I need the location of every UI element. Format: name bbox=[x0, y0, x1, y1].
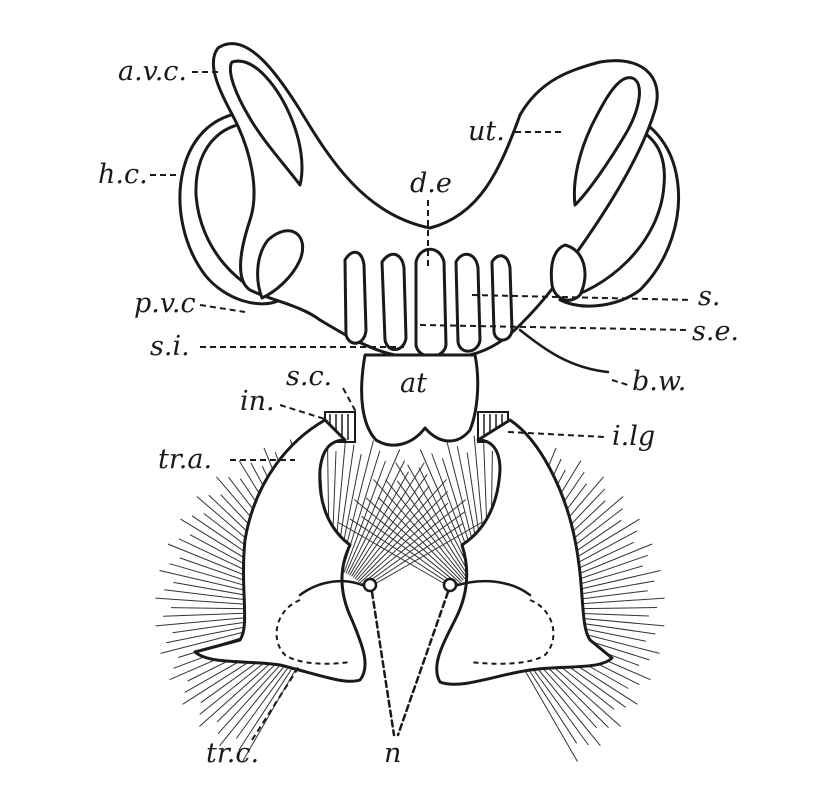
label-tra: tr.a. bbox=[158, 444, 212, 475]
right-fibre-ray bbox=[349, 518, 457, 589]
label-ilg: i.lg bbox=[612, 421, 655, 452]
right-tripus bbox=[435, 418, 614, 686]
label-at: at bbox=[400, 368, 427, 399]
leader-sc bbox=[342, 387, 357, 413]
right-fibre-ray bbox=[396, 480, 468, 578]
leader-pvc bbox=[199, 304, 246, 313]
leader-n-left bbox=[370, 590, 396, 737]
label-hc: h.c. bbox=[98, 159, 148, 190]
right-fibre-ray bbox=[361, 515, 458, 587]
leader-n-right bbox=[396, 590, 450, 737]
label-si: s.i. bbox=[150, 331, 190, 362]
right-fibre-ray bbox=[395, 462, 469, 577]
label-in: in. bbox=[240, 386, 275, 417]
left-fibre-ray bbox=[351, 462, 425, 577]
right-fibre-ray bbox=[373, 479, 464, 581]
label-sc: s.c. bbox=[286, 361, 332, 392]
right-tripus-process bbox=[456, 579, 532, 597]
label-pvc: p.v.c bbox=[134, 288, 196, 319]
left-saccule-finger bbox=[343, 250, 368, 345]
left-fibre-ray bbox=[359, 502, 449, 584]
label-de: d.e bbox=[410, 168, 452, 199]
left-tripus-process bbox=[298, 579, 364, 597]
leader-in bbox=[279, 404, 329, 421]
left-anterior-canal-opening bbox=[229, 59, 304, 187]
left-fibre-ray bbox=[343, 460, 386, 573]
left-nerve-dot bbox=[362, 577, 378, 593]
body-wall-line bbox=[518, 328, 610, 374]
left-fibre-ray bbox=[362, 511, 466, 587]
leader-ilg bbox=[507, 431, 606, 438]
label-ut: ut. bbox=[468, 116, 505, 147]
right-saccule-finger bbox=[490, 254, 514, 342]
right-tripus-inner-line bbox=[469, 599, 555, 665]
label-bw: b.w. bbox=[632, 366, 686, 397]
label-s: s. bbox=[698, 281, 720, 312]
left-fibre-ray bbox=[349, 471, 409, 576]
right-anterior-canal-opening bbox=[572, 76, 641, 207]
right-fibre-ray bbox=[418, 467, 473, 575]
left-fibre-ray bbox=[352, 474, 428, 578]
left-fibre-ray bbox=[357, 491, 448, 582]
atrium bbox=[360, 353, 480, 447]
leader-se bbox=[419, 324, 689, 331]
left-tripus-inner-line bbox=[275, 599, 351, 665]
leader-bw bbox=[611, 379, 629, 386]
left-tripus bbox=[193, 418, 367, 683]
label-se: s.e. bbox=[692, 316, 739, 347]
right-fibre-ray bbox=[385, 479, 466, 580]
utricle-body bbox=[211, 42, 659, 357]
right-fibre-ray bbox=[365, 497, 461, 584]
right-fibre-ray bbox=[377, 496, 463, 582]
right-fibre-ray bbox=[353, 499, 460, 586]
label-n: n bbox=[384, 738, 401, 769]
left-posterior-canal-opening bbox=[256, 229, 305, 300]
left-fibre-ray bbox=[354, 485, 430, 580]
leader-trc bbox=[251, 664, 301, 741]
inner-right-saccule-finger bbox=[454, 252, 482, 353]
endolymph-duct bbox=[414, 247, 448, 358]
right-horizontal-canal bbox=[558, 108, 681, 308]
label-trc: tr.c. bbox=[206, 738, 259, 769]
right-nerve-dot bbox=[442, 577, 458, 593]
inner-left-saccule-finger bbox=[380, 252, 408, 351]
right-fibre-ray bbox=[338, 522, 456, 591]
left-fibre-ray bbox=[345, 449, 401, 574]
left-fibre-ray bbox=[360, 499, 467, 586]
right-posterior-canal-opening bbox=[549, 243, 587, 302]
label-avc: a.v.c. bbox=[118, 56, 187, 87]
leader-s bbox=[471, 294, 693, 301]
right-fibre-ray bbox=[407, 464, 471, 576]
